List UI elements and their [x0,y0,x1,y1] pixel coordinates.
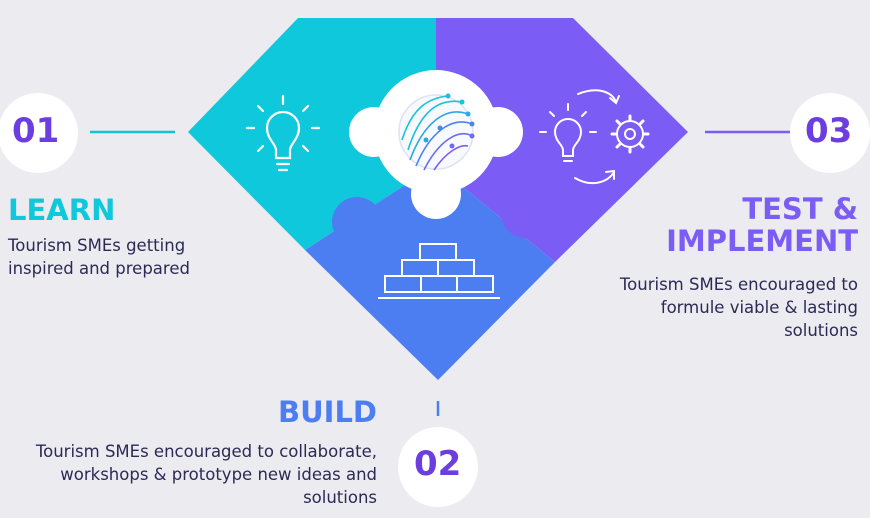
puzzle-piece-test [436,18,688,262]
step-circle-01 [0,93,78,173]
step-number-03: 03 [805,111,853,151]
step-title-build: BUILD [278,395,377,429]
step-desc-test: Tourism SMEs encouraged to formule viabl… [619,275,858,340]
puzzle-knob-blue-left [332,197,382,247]
brick-wall-icon [378,243,500,299]
puzzle-knob-purple [501,188,551,238]
step-number-01: 01 [12,111,60,151]
step-circle-02 [398,427,478,507]
step-desc-learn: Tourism SMEs getting inspired and prepar… [8,236,190,278]
globe-tech-icon [398,93,475,171]
lightbulb-icon [245,94,321,172]
step-title-learn: LEARN [8,193,116,227]
step-title-test: TEST & IMPLEMENT [666,192,858,258]
puzzle-piece-learn [188,18,436,250]
center-hub [349,70,523,219]
step-circle-03 [790,93,870,173]
lightbulb-gear-icon [539,89,650,185]
step-desc-build: Tourism SMEs encouraged to collaborate, … [35,442,377,507]
puzzle-diamond [188,18,688,380]
step-number-02: 02 [414,444,462,484]
